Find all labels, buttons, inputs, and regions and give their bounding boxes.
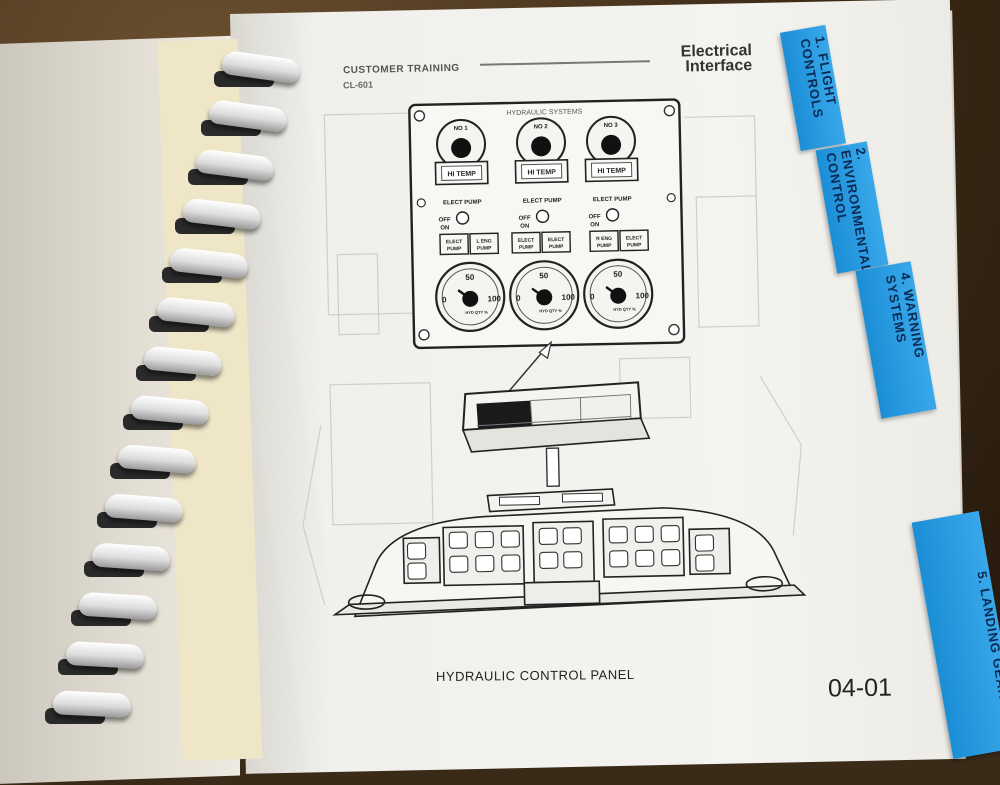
switch-off-label: OFF xyxy=(519,216,531,222)
pump-label: ELECT PUMP xyxy=(593,196,632,203)
cockpit-display xyxy=(661,549,681,567)
gauge-hub xyxy=(451,138,472,159)
system-name: NO 3 xyxy=(604,123,619,129)
pushbutton-label-bottom: PUMP xyxy=(519,245,534,251)
cockpit-display xyxy=(660,525,680,543)
cockpit-display xyxy=(449,555,469,573)
figure-caption: HYDRAULIC CONTROL PANEL xyxy=(435,666,635,685)
cockpit-display xyxy=(538,527,558,545)
gauge-min: 0 xyxy=(442,295,447,304)
cockpit-display xyxy=(608,526,628,544)
overhead-console xyxy=(461,381,651,513)
cockpit-display xyxy=(407,562,427,580)
pushbutton-label-top: ELECT xyxy=(446,239,463,245)
pushbutton-label-bottom: PUMP xyxy=(597,243,612,249)
hydraulic-panel-illustration: HYDRAULIC SYSTEMS NO 1 HI TEMP ELECT PUMP O… xyxy=(302,98,807,618)
gauge-max: 100 xyxy=(488,294,502,303)
page-number: 04-01 xyxy=(827,673,893,703)
cockpit-screens xyxy=(406,525,715,580)
gauge-min: 0 xyxy=(516,294,521,303)
switch-off-label: OFF xyxy=(589,214,601,220)
pushbutton-label-bottom: PUMP xyxy=(447,246,462,252)
gauge-needle xyxy=(531,287,545,299)
pushbutton-label-bottom: PUMP xyxy=(627,242,642,248)
gauge-max: 100 xyxy=(635,291,649,300)
switch-on-label: ON xyxy=(440,225,449,231)
panel-title: HYDRAULIC SYSTEMS xyxy=(506,108,582,117)
hi-temp-label: HI TEMP xyxy=(527,169,556,177)
pump-switch xyxy=(455,211,470,225)
cockpit-display xyxy=(501,554,521,572)
hydraulic-systems-panel: HYDRAULIC SYSTEMS NO 1 HI TEMP ELECT PUMP O… xyxy=(408,98,686,350)
hi-temp-label: HI TEMP xyxy=(447,171,476,179)
pushbutton-label-top: ELECT xyxy=(518,238,535,244)
pushbutton-label-top: ELECT xyxy=(626,235,643,241)
gauge-needle xyxy=(457,289,471,300)
hyd-system-3: NO 3 HI TEMP ELECT PUMP OFF ON xyxy=(584,115,639,228)
gauge-mid: 50 xyxy=(465,273,475,282)
pushbutton-label-top: R ENG xyxy=(596,236,612,242)
gauge-unit: HYD QTY % xyxy=(613,306,636,311)
gauge-needle xyxy=(605,286,619,297)
gauge-hub xyxy=(531,136,552,157)
cockpit-display xyxy=(695,554,715,572)
cockpit-display xyxy=(694,534,715,552)
cockpit-display xyxy=(474,530,494,549)
pushbutton-label-top: ELECT xyxy=(548,237,565,243)
pump-switch xyxy=(535,209,550,224)
pushbutton-label-bottom: PUMP xyxy=(477,245,492,251)
hi-temp-label: HI TEMP xyxy=(597,168,626,176)
hyd-system-1: NO 1 HI TEMP ELECT PUMP OFF ON xyxy=(434,119,489,231)
pump-label: ELECT PUMP xyxy=(523,198,562,205)
cockpit-display xyxy=(539,551,559,569)
system-name: NO 2 xyxy=(534,124,549,130)
gauge-unit: HYD QTY % xyxy=(539,308,562,313)
gauge-max: 100 xyxy=(561,293,575,302)
pushbutton-label-top: L ENG xyxy=(476,238,491,244)
gauge-mid: 50 xyxy=(613,270,623,279)
cockpit-display xyxy=(475,554,495,573)
pump-switch xyxy=(605,208,620,222)
hyd-system-2: NO 2 HI TEMP ELECT PUMP OFF ON xyxy=(514,117,569,230)
cockpit-display xyxy=(634,525,654,543)
gauge-hub xyxy=(601,134,622,155)
cockpit-display xyxy=(563,551,583,569)
cockpit-display xyxy=(500,530,520,548)
gauge-mid: 50 xyxy=(539,271,549,280)
switch-off-label: OFF xyxy=(439,217,451,223)
cockpit-display xyxy=(609,550,629,568)
gauge-unit: HYD QTY % xyxy=(465,309,488,314)
pushbutton-label-bottom: PUMP xyxy=(549,244,564,250)
gauge-min: 0 xyxy=(590,292,595,301)
system-name: NO 1 xyxy=(454,126,469,132)
cockpit-display xyxy=(406,542,427,560)
pump-label: ELECT PUMP xyxy=(443,200,482,207)
cockpit-display xyxy=(635,549,655,567)
cockpit-display xyxy=(562,527,582,545)
cockpit-display xyxy=(448,531,468,549)
switch-on-label: ON xyxy=(590,222,599,228)
switch-on-label: ON xyxy=(520,224,529,230)
